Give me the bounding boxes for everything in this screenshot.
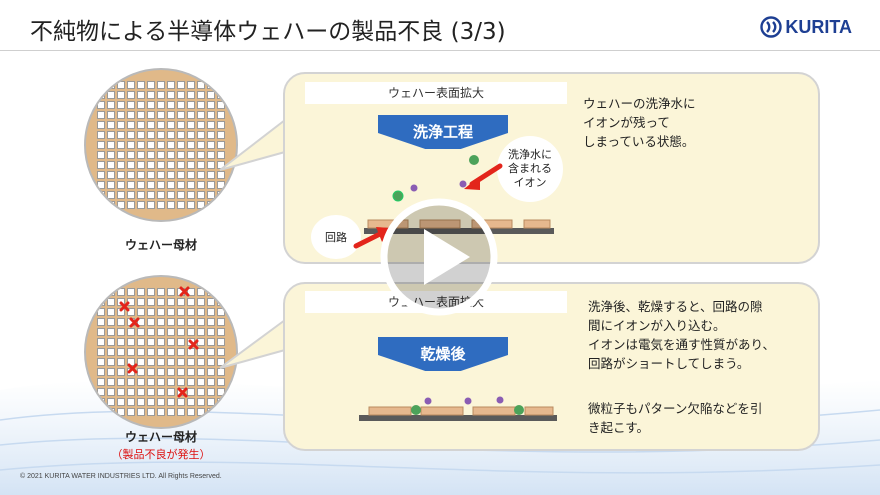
ion-icon (469, 155, 479, 165)
circuit-pad (471, 219, 513, 229)
defect-mark-icon (129, 317, 140, 328)
title-divider (0, 50, 880, 51)
ion-icon (392, 190, 404, 202)
defect-mark-icon (188, 339, 199, 350)
bubble-tail-top (219, 119, 286, 171)
wafer-label-bottom: ウェハー母材 (124, 430, 197, 444)
play-button[interactable] (378, 196, 500, 318)
ion-icon (424, 397, 432, 405)
circuit-pad (472, 406, 516, 416)
defect-note: （製品不良が発生） (111, 448, 211, 461)
description-top: ウェハーの洗浄水に イオンが残って しまっている状態。 (583, 96, 696, 149)
bubble-tail-bottom (219, 319, 286, 369)
circuit-diagram-top (364, 155, 554, 234)
wafer-label-top: ウェハー母材 (124, 238, 197, 252)
kurita-logo: KURITA (760, 16, 852, 38)
panel-label-top: ウェハー表面拡大 (305, 82, 567, 104)
process-arrow-top (378, 115, 508, 149)
ion-icon (410, 184, 418, 192)
defect-mark-icon (179, 286, 190, 297)
ion-callout: 洗浄水に 含まれる イオン (497, 136, 563, 202)
logo-text: KURITA (785, 16, 852, 37)
circuit-pad (523, 219, 551, 229)
description-bottom-2: 微粒子もパターン欠陥などを引 き起こす。 (588, 401, 763, 435)
play-icon (424, 229, 470, 285)
wafer-bottom (84, 275, 238, 429)
wafer-top (84, 68, 238, 222)
description-bottom-1: 洗浄後、乾燥すると、回路の隙 間にイオンが入り込む。 イオンは電気を通す性質があ… (588, 299, 776, 371)
circuit-pad (419, 219, 461, 229)
defect-mark-icon (177, 387, 188, 398)
circuit-pad (524, 406, 554, 416)
copyright: © 2021 KURITA WATER INDUSTRIES LTD. All … (20, 473, 222, 480)
defect-mark-icon (119, 301, 130, 312)
substrate (364, 228, 554, 234)
ion-icon (411, 405, 421, 415)
process-arrow-bottom (378, 337, 508, 371)
circuit-pad (420, 406, 464, 416)
circuit-callout: 回路 (311, 215, 361, 259)
red-arrow-icon (464, 163, 503, 190)
page-title: 不純物による半導体ウェハーの製品不良 (3/3) (30, 19, 506, 45)
substrate (359, 415, 557, 421)
ion-icon (464, 397, 472, 405)
kurita-logo-icon (760, 16, 783, 38)
process-label-bottom: 乾燥後 (420, 345, 466, 363)
ion-icon (514, 405, 524, 415)
circuit-diagram-bottom (359, 396, 557, 421)
ion-icon (459, 180, 467, 188)
circuit-pad (368, 406, 412, 416)
wafer-grid (96, 286, 226, 417)
process-label-top: 洗浄工程 (412, 123, 473, 141)
ion-icon (496, 396, 504, 404)
wafer-grid (96, 80, 226, 210)
defect-mark-icon (127, 363, 138, 374)
